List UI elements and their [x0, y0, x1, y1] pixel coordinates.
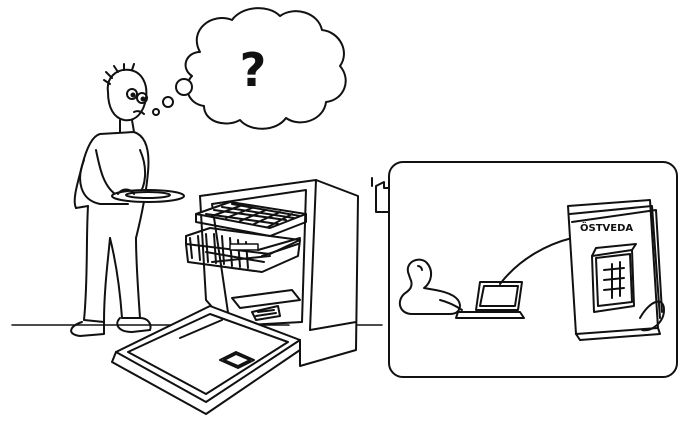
person-figure: [70, 63, 185, 337]
info-panel: ÖSTVEDA: [388, 161, 678, 378]
dishwasher-icon: [591, 243, 637, 313]
dishwasher-illustration: [111, 179, 359, 415]
manual-title: ÖSTVEDA: [580, 220, 633, 234]
person-icon: [398, 258, 463, 315]
manual-booklet-icon: ÖSTVEDA: [567, 199, 665, 341]
thought-bubble: ?: [152, 7, 347, 130]
dishwasher-door: [111, 305, 301, 415]
laptop-icon: [455, 237, 573, 319]
question-mark-icon: ?: [240, 43, 267, 97]
cutlery-basket: [231, 289, 301, 321]
lower-basket: [185, 227, 301, 273]
